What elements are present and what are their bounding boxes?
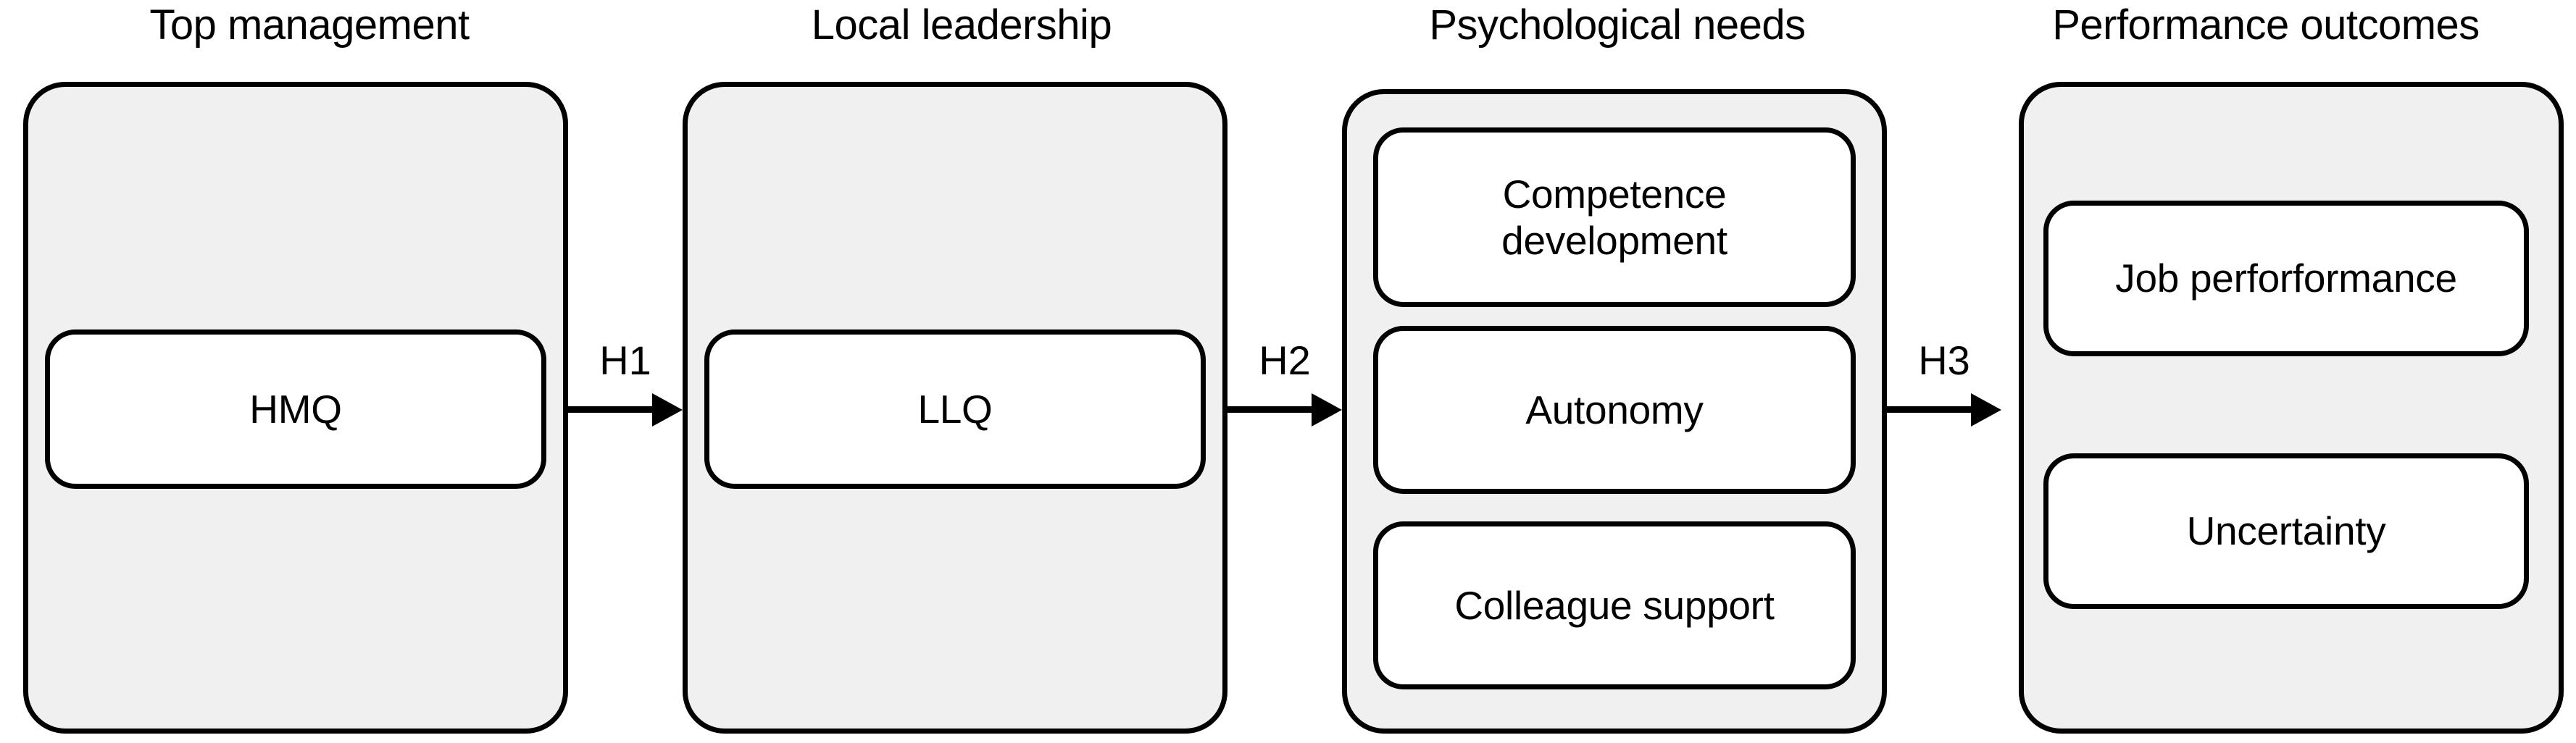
arrow-h3-label: H3	[1918, 337, 1970, 383]
panel-performance-outcomes[interactable]	[2019, 82, 2564, 734]
arrow-h3-shaft	[1887, 406, 1971, 413]
arrow-h1-label: H1	[599, 337, 651, 383]
box-autonomy[interactable]: Autonomy	[1373, 326, 1856, 494]
column-title-psychological-needs: Psychological needs	[1429, 1, 1806, 49]
box-competence-development[interactable]: Competence development	[1373, 127, 1856, 307]
arrow-h2-shaft	[1227, 406, 1312, 413]
arrow-h3-head	[1971, 393, 2001, 427]
box-uncertainty[interactable]: Uncertainty	[2043, 453, 2529, 609]
box-llq-line-1: LLQ	[917, 386, 993, 432]
arrow-h1-shaft	[568, 406, 652, 413]
arrow-h3	[1887, 387, 2001, 431]
arrow-h2-label: H2	[1259, 337, 1311, 383]
box-competence-development-line-1: Competence	[1502, 171, 1727, 217]
box-hmq-line-1: HMQ	[249, 386, 342, 432]
box-job-perforformance-line-1: Job perforformance	[2115, 256, 2457, 301]
arrow-h1	[568, 387, 683, 431]
column-title-performance-outcomes: Performance outcomes	[2052, 1, 2480, 49]
box-autonomy-line-1: Autonomy	[1525, 387, 1704, 432]
box-llq[interactable]: LLQ	[704, 329, 1206, 489]
box-job-perforformance[interactable]: Job perforformance	[2043, 201, 2529, 356]
column-title-local-leadership: Local leadership	[811, 1, 1112, 49]
box-competence-development-line-2: development	[1501, 218, 1727, 263]
arrow-h2	[1227, 387, 1342, 431]
box-uncertainty-line-1: Uncertainty	[2186, 508, 2386, 554]
box-colleague-support-line-1: Colleague support	[1454, 582, 1775, 628]
box-hmq[interactable]: HMQ	[45, 329, 546, 489]
column-title-top-management: Top management	[149, 1, 470, 49]
arrow-h2-head	[1312, 393, 1342, 427]
box-colleague-support[interactable]: Colleague support	[1373, 521, 1856, 689]
arrow-h1-head	[652, 393, 683, 427]
